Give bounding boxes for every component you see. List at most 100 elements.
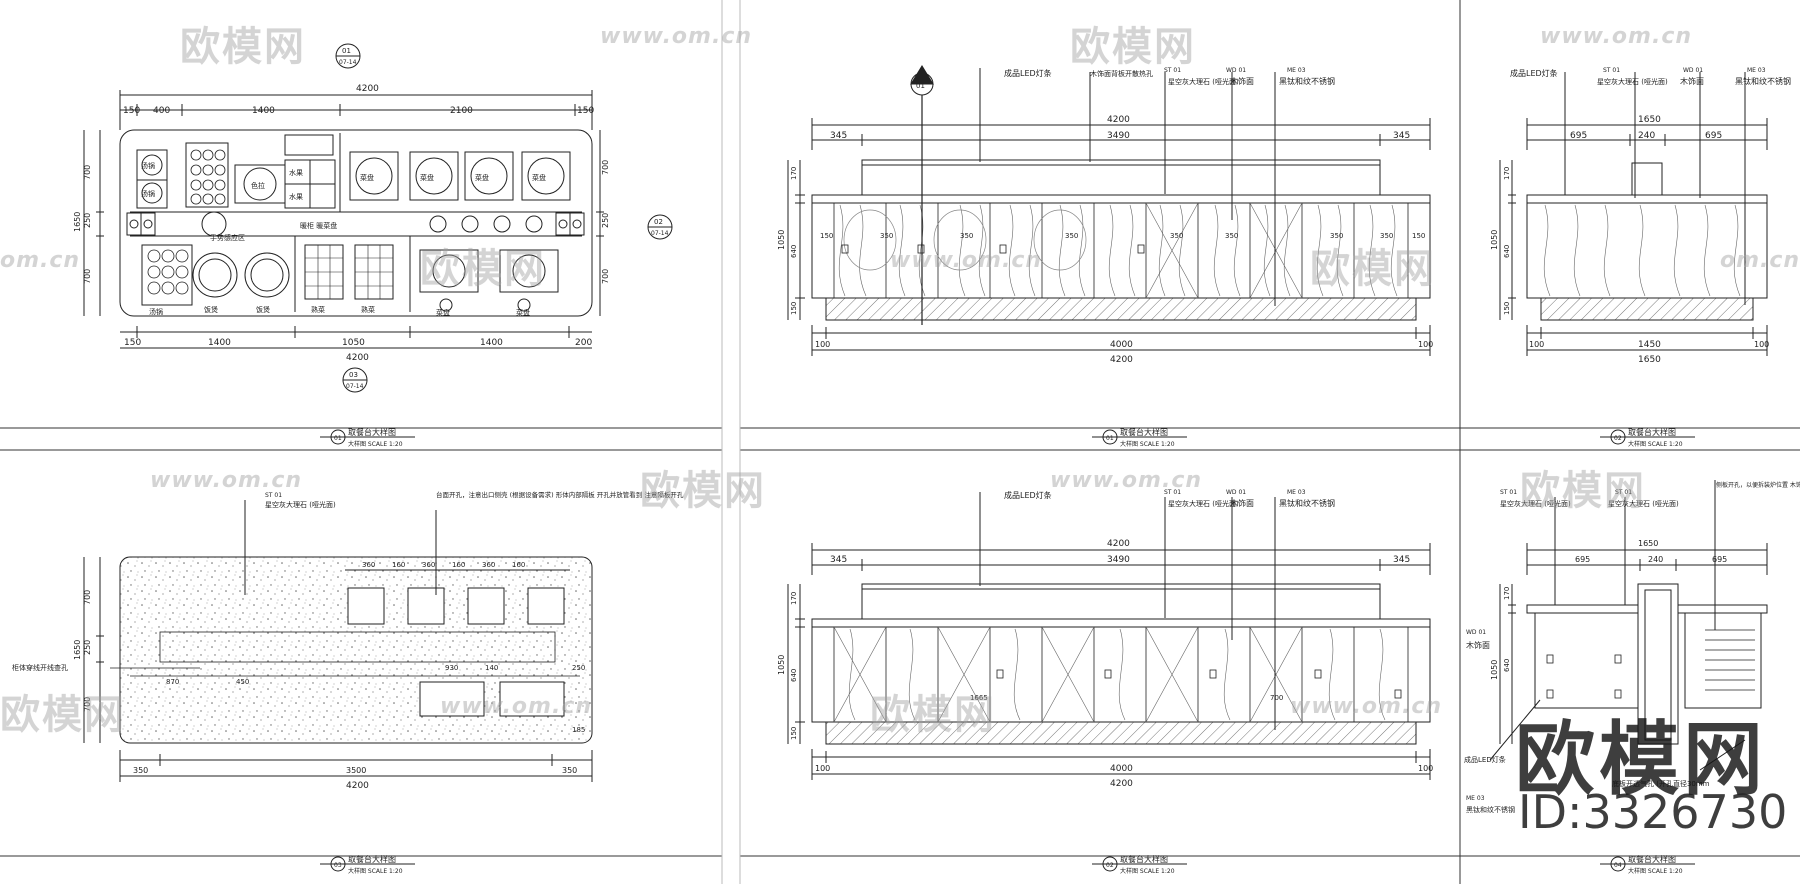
dim-left: 700	[83, 165, 92, 180]
title-badge: 02	[1614, 435, 1622, 442]
callout-vent: 底板开透气孔 (开孔直径30mm	[1612, 779, 1710, 788]
label-cooking: 菜盘	[436, 308, 450, 317]
dim-left: 170	[790, 592, 798, 605]
inner-dim: 930	[445, 664, 458, 672]
dim-overall-bottom: 1650	[1638, 355, 1661, 365]
elev-front-bottom-text: 成品LED灯条 ST 01 星空灰大理石 (哑光面) WD 01 木饰面 ME …	[777, 489, 1433, 789]
callout-code: ME 03	[1287, 67, 1306, 74]
callout-marble: 星空灰大理石 (哑光面)	[1168, 77, 1239, 86]
dim-seg: 240	[1638, 131, 1655, 141]
dim-overall-bottom: 4200	[346, 353, 369, 363]
callout-steel: 黑钛和纹不锈钢	[1735, 76, 1791, 86]
inner-dim: 250	[572, 664, 585, 672]
dim-seg: 1400	[252, 106, 275, 116]
callout-marble: 星空灰大理石 (哑光面)	[265, 500, 336, 509]
dim-left-total: 1050	[777, 655, 786, 675]
front-elevation-top	[787, 65, 1431, 356]
side-elevation-top	[1499, 72, 1768, 356]
title-sub: 大样图 SCALE 1:20	[348, 440, 403, 448]
dim-overall: 4200	[1107, 539, 1130, 549]
panel-dim: 350	[1380, 232, 1393, 240]
dim-left: 250	[83, 213, 92, 228]
inner-dim: 1665	[970, 694, 988, 702]
dim-bottom: 100	[1754, 340, 1769, 349]
label-cooking: 菜盘	[475, 173, 489, 182]
inner-dim: 185	[572, 726, 585, 734]
dim-seg: 240	[1648, 555, 1663, 564]
panel-dim: 350	[1225, 232, 1238, 240]
plan-view-top	[83, 43, 673, 393]
inner-dim: 140	[485, 664, 498, 672]
title-main: 取餐台大样图	[1120, 854, 1168, 864]
plan-top-text: 4200 150 400 1400 2100 150 01 07-14 03 0…	[73, 47, 669, 390]
inner-dim: 870	[166, 678, 179, 686]
dim-right: 700	[601, 160, 610, 175]
callout-code: ST 01	[1500, 489, 1517, 496]
dim-bottom: 1400	[208, 338, 231, 348]
label-fruit: 水果	[289, 168, 303, 177]
callout-code: ME 03	[1466, 795, 1485, 802]
title-sub: 大样图 SCALE 1:20	[1120, 440, 1175, 448]
dim-left-total: 1050	[777, 230, 786, 250]
watermark-id: ID:3326730	[1518, 785, 1788, 839]
marker-num: 03	[349, 371, 358, 379]
dim-seg: 160	[452, 561, 465, 569]
dim-left: 640	[1503, 659, 1511, 672]
callout-code: WD 01	[1466, 629, 1486, 636]
label-rice: 饭煲	[204, 305, 218, 314]
label-soup: 汤锅	[141, 189, 155, 198]
dim-bottom: 200	[575, 338, 592, 348]
title-block-1: 01 取餐台大样图 大样图 SCALE 1:20	[320, 427, 415, 448]
panel-dim: 150	[1412, 232, 1425, 240]
title-block-5: 02 取餐台大样图 大样图 SCALE 1:20	[1092, 854, 1187, 875]
dim-bottom: 100	[1418, 764, 1433, 773]
dim-left-total: 1650	[73, 640, 82, 660]
callout-code: WD 01	[1226, 67, 1246, 74]
dim-bottom: 1400	[480, 338, 503, 348]
side-note: 柜体穿线开线查孔	[12, 663, 68, 672]
label-cooking: 菜盘	[516, 308, 530, 317]
dim-bottom: 4000	[1110, 764, 1133, 774]
dim-overall: 1650	[1638, 539, 1658, 548]
label-dessert: 熟菜	[361, 305, 375, 314]
dim-seg: 695	[1570, 131, 1587, 141]
title-sub: 大样图 SCALE 1:20	[1628, 867, 1683, 875]
marker-ref: 07-14	[339, 59, 357, 66]
callout-marble: 星空灰大理石 (哑光面)	[1608, 499, 1679, 508]
dim-left: 700	[83, 590, 92, 605]
callout-code: ST 01	[1164, 489, 1181, 496]
title-sub: 大样图 SCALE 1:20	[348, 867, 403, 875]
dim-bottom: 100	[1529, 340, 1544, 349]
dim-seg: 695	[1712, 555, 1727, 564]
title-sub: 大样图 SCALE 1:20	[1628, 440, 1683, 448]
marker-ref: 07-14	[651, 230, 669, 237]
callout-hole: 侧板开孔，以便拆装炉位置 木饰面交板开散热孔 形体内箱的侧板隔板	[1716, 481, 1800, 489]
callout-led: 成品LED灯条	[1510, 68, 1558, 78]
dim-seg: 345	[830, 555, 847, 565]
title-badge: 02	[1106, 862, 1114, 869]
dim-overall-top: 4200	[356, 84, 379, 94]
dim-left: 640	[790, 245, 798, 258]
marker-num: 02	[654, 218, 663, 226]
label-soup: 汤锅	[149, 307, 163, 316]
dim-left: 700	[83, 269, 92, 284]
elev-side-top-text: 成品LED灯条 ST 01 星空灰大理石 (哑光面) WD 01 木饰面 ME …	[1490, 67, 1791, 365]
callout-code: ST 01	[1615, 489, 1632, 496]
title-badge: 04	[1614, 862, 1622, 869]
front-elevation-bottom	[787, 492, 1431, 780]
dim-overall-bottom: 4200	[1110, 779, 1133, 789]
dim-bottom: 1050	[342, 338, 365, 348]
callout-code: ST 01	[265, 492, 282, 499]
dim-bottom: 1450	[1638, 340, 1661, 350]
title-main: 取餐台大样图	[1120, 427, 1168, 437]
dim-right: 250	[601, 213, 610, 228]
dim-seg: 3490	[1107, 555, 1130, 565]
dim-seg: 400	[153, 106, 170, 116]
dim-seg: 3490	[1107, 131, 1130, 141]
dim-bottom: 150	[124, 338, 141, 348]
dim-seg: 345	[1393, 131, 1410, 141]
dim-bottom: 3500	[346, 766, 366, 775]
dim-seg: 360	[482, 561, 495, 569]
